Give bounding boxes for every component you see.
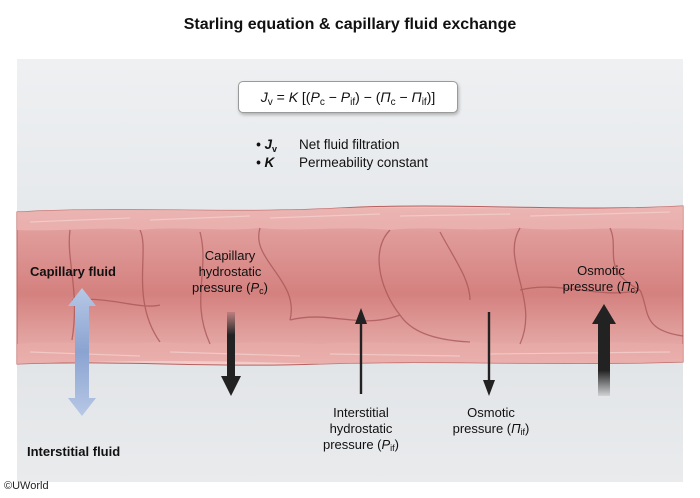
interstitial-hydrostatic-arrow xyxy=(355,308,367,394)
equals-sign: = xyxy=(272,89,289,105)
definition-symbol: • Jv xyxy=(256,137,278,154)
osmotic-capillary-label: Osmotic pressure (Πc) xyxy=(562,263,640,295)
pc-symbol: P xyxy=(310,89,320,105)
interstitial-hydrostatic-label: Interstitial hydrostatic pressure (Pif) xyxy=(322,405,400,453)
definition-k: • K Permeability constant xyxy=(256,155,456,173)
osmotic-capillary-arrow xyxy=(592,304,616,396)
open-bracket: [( xyxy=(298,89,311,105)
pif-symbol: P xyxy=(340,89,351,105)
definition-text: Permeability constant xyxy=(299,155,429,170)
piif-symbol: Π xyxy=(411,89,422,105)
jv-subscript: v xyxy=(267,97,273,108)
minus-sign: − xyxy=(324,89,341,105)
pic-symbol: Π xyxy=(380,89,391,105)
jv-symbol: J xyxy=(260,89,268,105)
starling-equation: Jv = K [(Pc − Pif) − (Πc − Πif)] xyxy=(238,81,458,113)
definition-symbol: • K xyxy=(256,155,275,170)
k-symbol: K xyxy=(288,89,299,105)
definition-text: Net fluid filtration xyxy=(299,137,400,152)
fluid-exchange-double-arrow xyxy=(68,288,96,416)
middle-bracket: ) − ( xyxy=(355,89,381,105)
close-bracket: )] xyxy=(426,89,436,105)
definition-jv: • Jv Net fluid filtration xyxy=(256,137,456,155)
osmotic-interstitial-arrow xyxy=(483,312,495,396)
interstitial-fluid-label: Interstitial fluid xyxy=(27,444,121,459)
capillary-wall xyxy=(16,205,684,366)
capillary-hydrostatic-arrow xyxy=(221,312,241,396)
copyright-credit: ©UWorld xyxy=(4,480,49,492)
capillary-fluid-label: Capillary fluid xyxy=(30,264,116,279)
piif-subscript: if xyxy=(421,97,427,108)
osmotic-interstitial-label: Osmotic pressure (Πif) xyxy=(452,405,530,437)
diagram-title: Starling equation & capillary fluid exch… xyxy=(183,16,517,33)
pc-subscript: c xyxy=(319,97,325,108)
pic-subscript: c xyxy=(390,97,396,108)
capillary-hydrostatic-label: Capillary hydrostatic pressure (Pc) xyxy=(191,248,269,296)
minus-sign: − xyxy=(395,89,412,105)
pif-subscript: if xyxy=(350,97,356,108)
